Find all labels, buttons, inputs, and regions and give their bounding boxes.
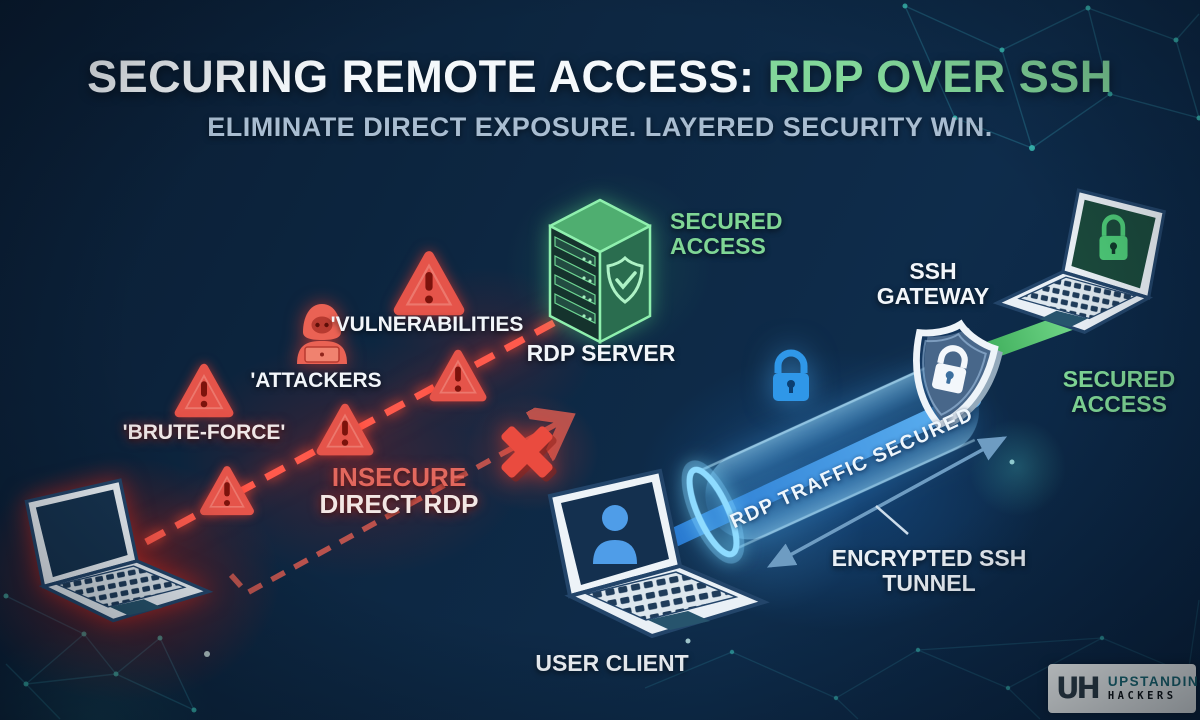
brand-name: UPSTANDING HACKERS — [1108, 674, 1200, 703]
laptop-icon-secured — [995, 188, 1166, 334]
warning-icon — [434, 354, 483, 398]
shield-lock-icon — [913, 319, 1003, 430]
caption-pointer-line — [875, 505, 909, 535]
user-icon — [602, 505, 628, 531]
tunnel-extent-arrow-icon — [766, 436, 1008, 568]
green-padlock-icon — [1099, 214, 1128, 260]
secured-line1: SECURED — [670, 208, 783, 234]
tunnel-caption-line1: ENCRYPTED SSH — [831, 545, 1027, 571]
shield-check-icon — [606, 255, 644, 304]
warning-icon — [179, 368, 229, 413]
brand-name-bottom: HACKERS — [1107, 690, 1177, 703]
label-vulnerabilities: 'VULNERABILITIES — [330, 313, 524, 336]
page-subtitle: ELIMINATE DIRECT EXPOSURE. LAYERED SECUR… — [207, 112, 993, 142]
brand-name-top: UPSTANDING — [1107, 674, 1200, 690]
mesh-nodes-top-right — [902, 3, 1200, 151]
secured-line2: ACCESS — [670, 233, 766, 260]
tunnel-caption-line2: TUNNEL — [882, 570, 976, 597]
label-brute-force: 'BRUTE-FORCE' — [122, 421, 286, 444]
insecure-line1: INSECURE — [331, 462, 467, 492]
label-user-client: USER CLIENT — [535, 650, 689, 676]
label-ssh-gateway: SSH GATEWAY — [876, 258, 990, 310]
ssh-gateway-line2: GATEWAY — [876, 283, 990, 310]
brand-logo: UH UPSTANDING HACKERS — [1048, 664, 1200, 713]
label-rdp-server: RDP SERVER — [526, 340, 676, 366]
laptop-icon-user-client — [548, 469, 766, 638]
client-secured-line2: ACCESS — [1071, 391, 1167, 418]
label-attackers: 'ATTACKERS — [250, 369, 382, 392]
hacker-icon — [297, 304, 347, 364]
warning-icon — [399, 256, 459, 310]
label-insecure-direct-rdp: INSECURE DIRECT RDP — [319, 462, 479, 520]
title-accent: RDP OVER SSH — [767, 51, 1113, 102]
ssh-gateway-line1: SSH — [909, 258, 957, 284]
laptop-icon-exposed — [24, 478, 211, 623]
padlock-icon — [773, 349, 809, 401]
mesh-lines-bottom-right — [644, 599, 1200, 720]
title-main: SECURING REMOTE ACCESS: — [87, 51, 755, 102]
label-secured-access-client: SECURED ACCESS — [1062, 366, 1176, 418]
label-encrypted-ssh-tunnel: ENCRYPTED SSH TUNNEL — [831, 545, 1027, 597]
page-title: SECURING REMOTE ACCESS: RDP OVER SSH — [0, 52, 1200, 102]
insecure-line2: DIRECT RDP — [319, 489, 479, 520]
label-secured-access-server: SECURED ACCESS — [670, 208, 783, 260]
server-icon — [548, 198, 652, 345]
client-secured-line1: SECURED — [1062, 366, 1176, 392]
x-icon — [501, 426, 557, 482]
blocked-rdp-dashed-path — [228, 421, 562, 597]
tunnel-ring-icon — [681, 460, 745, 564]
brand-monogram: UH — [1056, 671, 1101, 705]
